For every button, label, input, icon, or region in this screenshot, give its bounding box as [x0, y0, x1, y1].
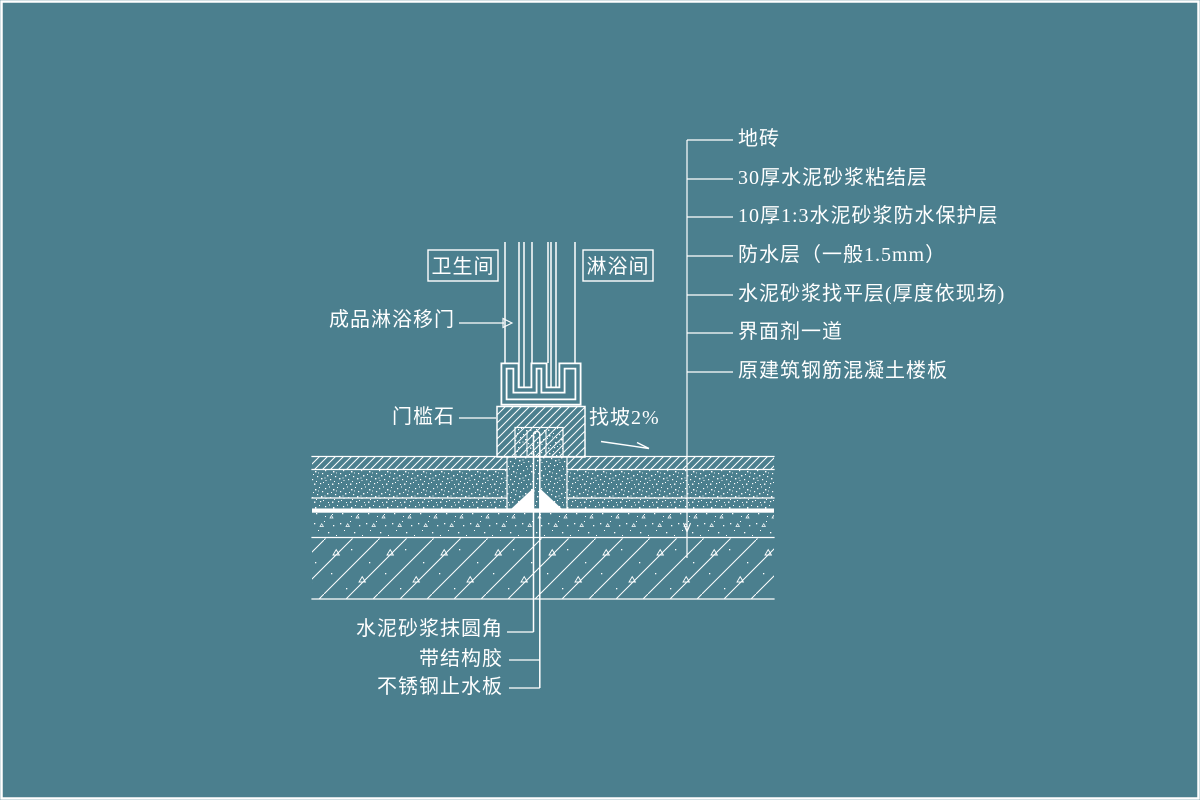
bonding-mortar-left	[312, 469, 507, 498]
threshold-callout-label: 门槛石	[392, 405, 455, 428]
slope-callout-label: 找坡2%	[589, 406, 660, 429]
left-callouts: 成品淋浴移门 门槛石 找坡2%	[329, 308, 660, 450]
water-stop-plate	[532, 430, 541, 688]
waterstop-callout-label: 不锈钢止水板	[377, 675, 503, 698]
callout-protection-layer: 10厚1:3水泥砂浆防水保护层	[738, 204, 999, 227]
callout-floor-tile: 地砖	[738, 127, 780, 150]
leveling-layer	[312, 513, 774, 538]
membrane-fillet-right	[540, 488, 562, 509]
mortar-bed-column	[506, 455, 568, 510]
room-labels: 卫生间 淋浴间	[427, 249, 654, 282]
door-frame-lines	[504, 242, 576, 363]
concrete-slab	[312, 538, 774, 599]
door-track	[500, 362, 582, 406]
waterproof-membrane	[312, 508, 774, 513]
callout-spine-arrow	[682, 522, 692, 534]
protection-layer-left	[312, 498, 507, 509]
callout-bonding-layer: 30厚水泥砂浆粘结层	[738, 166, 928, 189]
adhesive-callout-label: 带结构胶	[419, 647, 503, 670]
floor-layers	[311, 455, 775, 600]
left-room-label: 卫生间	[432, 255, 495, 278]
protection-layer-right	[567, 498, 774, 509]
slope-arrow	[600, 440, 650, 450]
door-leader-arrow	[502, 317, 514, 329]
fillet-callout-label: 水泥砂浆抹圆角	[356, 617, 503, 640]
bonding-mortar-right	[567, 469, 774, 498]
track-inner	[502, 364, 580, 404]
tile-layer-left	[312, 456, 507, 470]
door-glass-lines	[518, 242, 557, 387]
right-callouts: 地砖 30厚水泥砂浆粘结层 10厚1:3水泥砂浆防水保护层 防水层（一般1.5m…	[682, 127, 1005, 558]
adhesive-lines	[526, 430, 547, 457]
tile-layer-right	[567, 456, 774, 470]
right-room-label: 淋浴间	[587, 255, 650, 278]
callout-interface-agent: 界面剂一道	[738, 320, 843, 343]
callout-leveling-layer: 水泥砂浆找平层(厚度依现场)	[738, 282, 1005, 305]
left-room-box	[427, 249, 499, 282]
bottom-callouts: 水泥砂浆抹圆角 带结构胶 不锈钢止水板	[356, 617, 540, 698]
membrane-fillet-left	[511, 488, 533, 509]
right-room-box	[582, 249, 654, 282]
callout-concrete-slab: 原建筑钢筋混凝土楼板	[738, 359, 948, 382]
threshold-stone	[496, 405, 586, 458]
callout-ticks	[687, 139, 733, 373]
door-callout-label: 成品淋浴移门	[329, 308, 455, 331]
callout-waterproof-layer: 防水层（一般1.5mm）	[738, 243, 946, 266]
shower-door-panels	[504, 242, 576, 387]
